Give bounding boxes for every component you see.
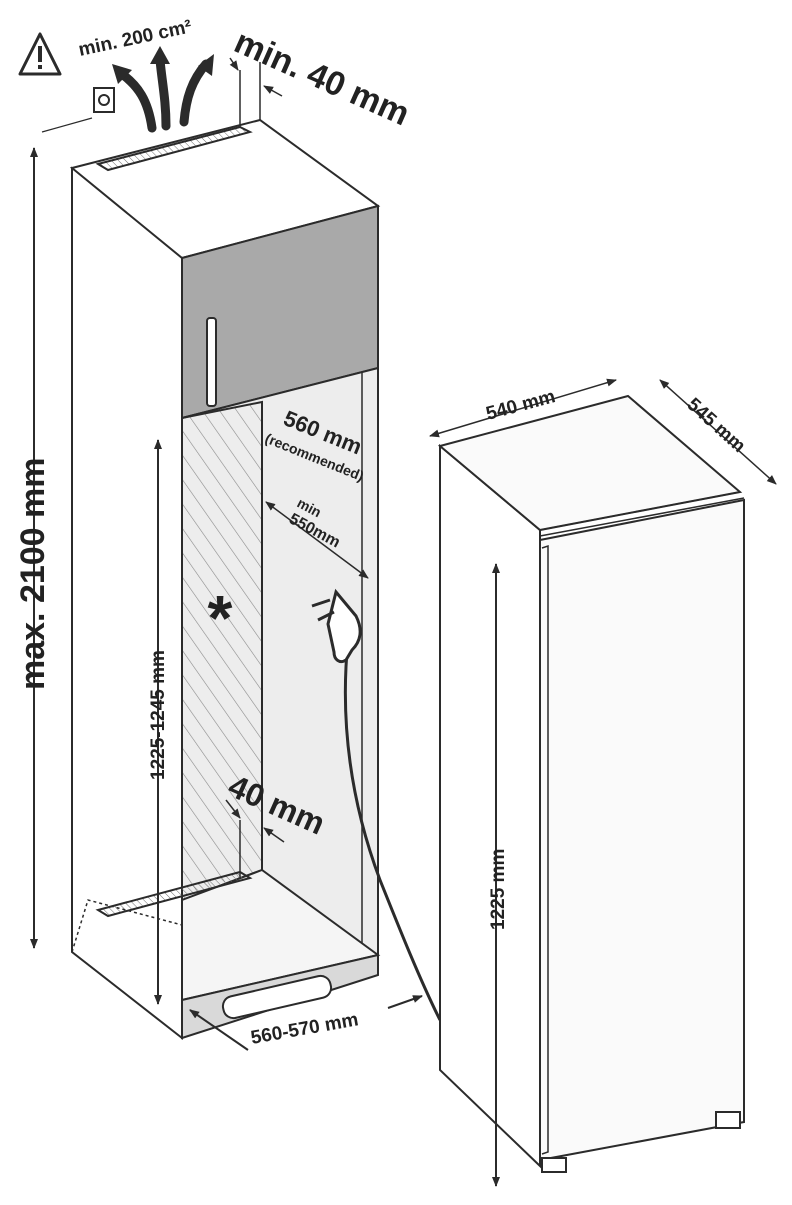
top-vent-slot	[95, 125, 253, 172]
appliance	[437, 394, 745, 1173]
bottom-vent-slot	[95, 870, 253, 918]
appliance-width-arrow	[429, 378, 617, 438]
appliance-door	[539, 498, 745, 1162]
vent-area-label: min. 200 cm²	[77, 16, 194, 60]
appliance-depth-label: 545 mm	[683, 394, 750, 457]
power-plug-icon	[311, 588, 442, 1021]
airflow-arrowheads	[112, 46, 214, 84]
plinth-vent	[221, 974, 333, 1020]
niche-width-arrow	[189, 1009, 249, 1051]
warning-triangle-icon	[18, 32, 62, 76]
depth-recommended-arrow	[265, 501, 369, 579]
airflow-arrows	[117, 55, 211, 133]
niche-height-label: 1225-1245 mm	[148, 650, 169, 780]
vent-grille-icon	[93, 87, 115, 113]
asterisk-mark: *	[208, 582, 233, 654]
upper-door-handle	[206, 317, 217, 407]
cabinet	[41, 62, 381, 1041]
rear-gap-top-label: min. 40 mm	[229, 23, 415, 134]
niche-width-label: 560-570 mm	[249, 1009, 360, 1049]
appliance-height-label: 1225 mm	[488, 849, 509, 930]
appliance-depth-arrow	[659, 379, 777, 485]
appliance-side-panel	[439, 443, 541, 1169]
max-height-label: max. 2100 mm	[14, 458, 52, 691]
